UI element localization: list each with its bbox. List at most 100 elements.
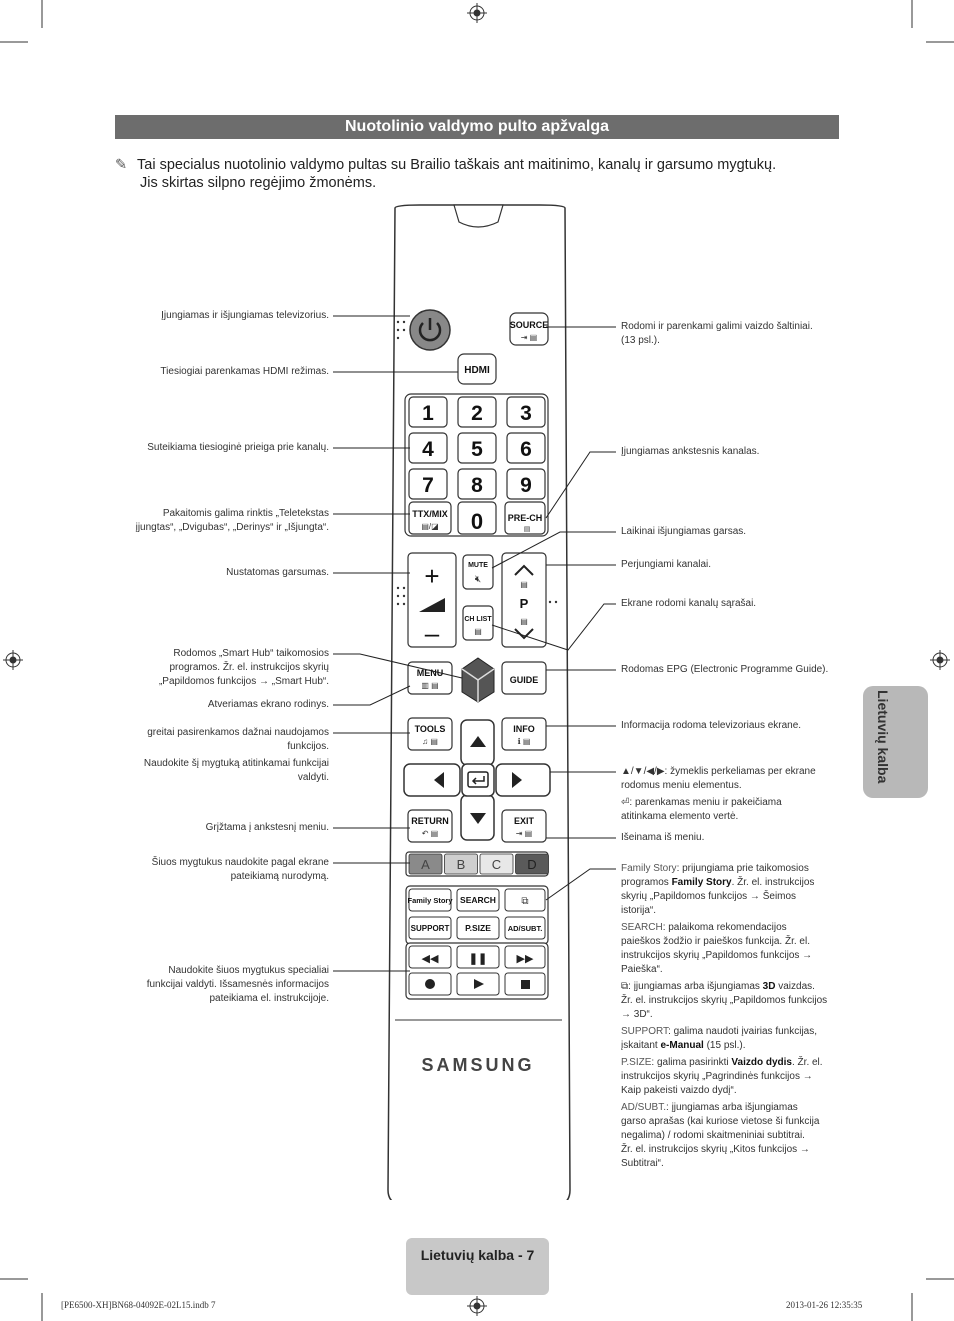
digit-6-label: 6 — [520, 438, 532, 461]
record-button[interactable] — [408, 972, 452, 996]
label-tools-3: Naudokite šį mygtuką atitinkamai funkcij… — [143, 758, 329, 769]
p-size-button[interactable]: P.SIZE — [456, 916, 500, 940]
color-b-button[interactable]: B — [444, 853, 478, 875]
digit-8-button[interactable]: 8 — [457, 468, 497, 500]
label-tools: greitai pasirenkamos dažnai naudojamos f… — [144, 726, 329, 785]
menu-label: MENU — [417, 668, 444, 678]
family-story-button[interactable]: Family Story — [407, 888, 453, 912]
digit-9-label: 9 — [520, 474, 532, 497]
digit-0-button[interactable]: 0 — [457, 501, 497, 535]
label-hdmi: Tiesiogiai parenkamas HDMI režimas. — [160, 366, 329, 377]
fast-forward-icon: ▶▶ — [517, 953, 534, 965]
label-enter-2: atitinkama elemento vertė. — [621, 811, 739, 822]
play-button[interactable] — [456, 972, 500, 996]
ttx-mix-button[interactable]: TTX/MIX ▤/◪ — [408, 501, 452, 535]
3d-button[interactable]: ⧉ — [504, 888, 546, 912]
label-arrows-2: rodomus meniu elementus. — [621, 780, 742, 791]
smart-hub-button[interactable] — [461, 657, 495, 703]
arrow-up-icon — [470, 736, 486, 747]
exit-button[interactable]: EXIT ⇥ ▤ — [501, 809, 547, 843]
page-number-tab: Lietuvių kalba - 7 — [406, 1238, 549, 1295]
volume-level-icon — [419, 598, 445, 612]
label-color-2: pateikiamą nurodymą. — [230, 871, 329, 882]
right-button[interactable] — [495, 763, 551, 797]
hdmi-label: HDMI — [464, 365, 490, 376]
label-return: Grįžtama į ankstesnį meniu. — [205, 822, 329, 833]
return-label: RETURN — [411, 816, 449, 826]
color-c-button[interactable]: C — [479, 853, 514, 875]
fast-forward-button[interactable]: ▶▶ — [504, 945, 546, 969]
color-a-button[interactable]: A — [408, 853, 443, 875]
label-numbers: Suteikiama tiesioginė prieiga prie kanal… — [147, 442, 329, 453]
mute-button[interactable]: MUTE 🔇︎ — [462, 554, 494, 590]
digit-1-label: 1 — [422, 402, 434, 425]
digit-7-button[interactable]: 7 — [408, 468, 448, 500]
menu-button[interactable]: MENU ▥ ▤ — [407, 661, 453, 695]
psize-line-2: instrukcijos skyrių „Pagrindinės funkcij… — [621, 1071, 813, 1082]
ad-subt-button[interactable]: AD/SUBT. — [504, 916, 546, 940]
digit-8-label: 8 — [471, 474, 483, 497]
return-button[interactable]: RETURN ↶ ▤ — [407, 809, 453, 843]
label-media: Naudokite šiuos mygtukus specialiai funk… — [147, 964, 329, 1006]
source-button[interactable]: SOURCE ⇥ ▤ — [509, 312, 549, 346]
search-line-3: instrukcijos skyrių „Papildomos funkcijo… — [621, 950, 813, 961]
rewind-button[interactable]: ◀◀ — [408, 945, 452, 969]
directional-pad — [403, 719, 551, 841]
adsubt-line-4: Žr. el. instrukcijos skyrių „Kitos funkc… — [621, 1144, 810, 1155]
label-media-3: pateikiama el. instrukcijoje. — [209, 993, 330, 1004]
support-button[interactable]: SUPPORT — [408, 916, 452, 940]
psize-line-1c: . Žr. el. — [792, 1057, 823, 1068]
ch-list-button[interactable]: CH LIST ▤ — [462, 605, 494, 641]
volume-rocker[interactable]: + – — [407, 552, 457, 648]
registration-mark-bottom — [467, 1296, 487, 1316]
color-d-button[interactable]: D — [515, 853, 549, 875]
channel-rocker[interactable]: ▤ P ▤ — [501, 552, 547, 648]
stop-icon — [521, 980, 530, 989]
search-button[interactable]: SEARCH — [456, 888, 500, 912]
3d-line-2: Žr. el. instrukcijos skyrių „Papildomos … — [621, 995, 828, 1006]
search-line-4: Paieška“. — [621, 964, 663, 975]
stop-button[interactable] — [504, 972, 546, 996]
fs-line-3: skyrių „Papildomos funkcijos → Šeimos — [621, 891, 797, 902]
digit-5-label: 5 — [471, 438, 483, 461]
hdmi-button[interactable]: HDMI — [457, 353, 497, 385]
label-tools-2: funkcijos. — [287, 741, 329, 752]
digit-3-label: 3 — [520, 402, 532, 425]
fs-line-2c: . Žr. el. instrukcijos — [731, 877, 815, 888]
channel-down-icon — [514, 628, 534, 640]
label-chlist: Ekrane rodomi kanalų sąrašai. — [621, 598, 757, 609]
registration-mark-top — [467, 3, 487, 23]
volume-down-icon: – — [425, 618, 440, 648]
registration-mark-right — [930, 650, 950, 670]
digit-0-label: 0 — [471, 509, 483, 534]
section-title: Nuotolinio valdymo pulto apžvalga — [115, 115, 839, 139]
tools-button[interactable]: TOOLS ♫ ▤ — [407, 717, 453, 751]
power-button[interactable] — [409, 309, 451, 351]
arrow-left-icon — [434, 772, 444, 788]
label-ttx: Pakaitomis galima rinktis „Teletekstas į… — [136, 507, 329, 535]
pre-ch-button[interactable]: PRE-CH ▤ — [504, 501, 546, 535]
digit-3-button[interactable]: 3 — [506, 396, 546, 428]
rewind-icon: ◀◀ — [422, 953, 439, 965]
fs-line-1: : prijungiama prie taikomosios — [676, 863, 809, 874]
psize-line-1b: Vaizdo dydis — [731, 1057, 792, 1068]
adsubt-key: AD/SUBT. — [621, 1102, 667, 1113]
braille-note: ✎Tai specialus nuotolinio valdymo pultas… — [115, 156, 855, 192]
volume-up-icon: + — [424, 561, 439, 591]
digit-6-button[interactable]: 6 — [506, 432, 546, 464]
digit-2-button[interactable]: 2 — [457, 396, 497, 428]
digit-1-button[interactable]: 1 — [408, 396, 448, 428]
digit-9-button[interactable]: 9 — [506, 468, 546, 500]
left-button[interactable] — [403, 763, 461, 797]
guide-button[interactable]: GUIDE — [501, 661, 547, 695]
guide-label: GUIDE — [510, 675, 539, 685]
pause-button[interactable]: ❚❚ — [456, 945, 500, 969]
enter-icon — [467, 771, 489, 788]
digit-5-button[interactable]: 5 — [457, 432, 497, 464]
info-button[interactable]: INFO ℹ ▤ — [501, 717, 547, 751]
label-source: Rodomi ir parenkami galimi vaizdo šaltin… — [621, 320, 813, 348]
speaker-mute-icon: 🔇︎ — [475, 574, 481, 585]
support-line-2a: įskaitant — [621, 1040, 661, 1051]
